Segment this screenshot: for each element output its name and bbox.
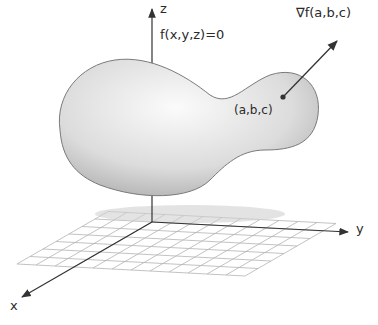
gradient-vector <box>283 41 337 97</box>
surface-point <box>280 94 285 99</box>
surface-shadow <box>95 205 285 223</box>
level-surface <box>59 59 318 195</box>
x-axis <box>22 222 152 297</box>
y-axis <box>152 222 348 232</box>
point-label: (a,b,c) <box>234 104 273 118</box>
surface-equation: f(x,y,z)=0 <box>160 28 224 43</box>
axis-label: x <box>10 299 18 314</box>
vector-label: ∇f(a,b,c) <box>296 6 351 21</box>
axis-label: z <box>160 2 167 17</box>
axis-label: y <box>356 222 364 237</box>
